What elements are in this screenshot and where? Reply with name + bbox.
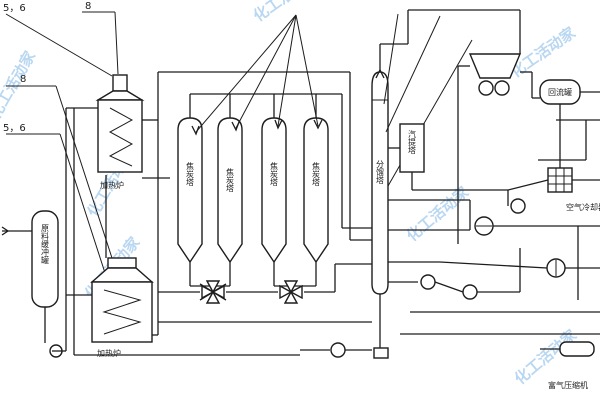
compressor-vessel [559, 341, 595, 357]
stripper-label: 汽提塔 [408, 129, 417, 155]
furnace-stack [112, 74, 128, 92]
furnace-body [91, 281, 153, 343]
bottom-pump [330, 342, 346, 358]
leader-line [114, 11, 119, 75]
coke-tower-3-label: 焦炭塔 [270, 161, 279, 187]
bottom-equipment: 富气压缩机 [330, 341, 595, 390]
arrow [313, 119, 323, 130]
coke-tower-2 [217, 117, 243, 264]
furnace-coil [102, 289, 142, 335]
overhead-system: 回流罐 空气冷却器 [400, 10, 600, 335]
bottom-drain [373, 347, 389, 359]
leader-line [55, 85, 113, 259]
furnace-hood [95, 90, 145, 101]
leader-line [195, 14, 297, 133]
overhead-cooler [468, 53, 522, 79]
coke-tower-4-label: 焦炭塔 [312, 161, 321, 187]
four-way-valve-body [205, 280, 221, 304]
leader-line [235, 14, 297, 129]
coke-tower-3 [261, 117, 287, 264]
air-cooler-label: 空气冷却器 [566, 202, 600, 212]
arrow [231, 121, 240, 132]
stripper-column: 汽提塔 [399, 123, 508, 191]
watermark: 化工活动家 [403, 183, 472, 245]
callout-5-6-top: 5，6 [3, 3, 26, 14]
pump [462, 284, 478, 300]
furnace-label: 加热炉 [100, 180, 124, 190]
callouts: 5，6 8 8 5，6 [3, 1, 119, 277]
cooler-fan [478, 80, 494, 96]
watermark: 化工活动家 [511, 326, 580, 388]
coke-tower-1-label: 焦炭塔 [186, 161, 195, 187]
arrow [191, 125, 200, 136]
furnace-body [97, 99, 143, 173]
pipe [439, 261, 548, 269]
compressor-label: 富气压缩机 [548, 380, 588, 390]
fractionator-vessel [371, 71, 389, 295]
four-way-valve-body [283, 280, 299, 304]
arrow [274, 119, 283, 130]
heating-furnace-upper: 加热炉 [95, 74, 145, 190]
leader-line [59, 133, 107, 277]
furnace-label: 加热炉 [97, 348, 121, 358]
leader-line [385, 15, 441, 133]
callout-8-mid: 8 [20, 74, 26, 85]
leader-line [277, 14, 297, 127]
pump [510, 198, 526, 214]
coke-tower-4 [303, 117, 329, 264]
cooler-fan [494, 80, 510, 96]
watermark: 化工活动家 [250, 0, 322, 25]
fractionator-label: 分馏塔 [376, 160, 385, 185]
leader-line [295, 14, 319, 127]
coke-tower-1 [177, 117, 203, 264]
furnace-stack [107, 257, 137, 269]
furnace-coil [108, 107, 134, 167]
four-way-valve-body [279, 284, 303, 300]
piping-left [52, 71, 372, 356]
coke-tower-2-label: 焦炭塔 [226, 167, 235, 193]
watermark: 化工活动家 [507, 24, 579, 82]
callout-8-top: 8 [85, 1, 91, 12]
leader-line [5, 13, 113, 77]
callout-5-6-mid: 5，6 [3, 123, 26, 134]
arrow-in [1, 226, 10, 236]
watermark: 化工活动家 [0, 48, 39, 122]
feed-buffer-tank-label: 原料缓冲罐 [41, 224, 50, 265]
coke-towers: 焦炭塔 焦炭塔 焦炭塔 焦炭塔 [158, 14, 372, 304]
air-cooler-box [547, 167, 573, 193]
pipe [507, 179, 549, 191]
pump [420, 274, 436, 290]
recovery-tank-label: 回流罐 [548, 87, 572, 97]
arrow [375, 68, 385, 79]
heating-furnace-lower: 加热炉 [90, 257, 154, 358]
leader-line [383, 13, 399, 105]
feed-buffer-tank: 原料缓冲罐 [1, 210, 63, 358]
fractionator-column: 分馏塔 [371, 9, 520, 359]
pipe [434, 281, 464, 293]
